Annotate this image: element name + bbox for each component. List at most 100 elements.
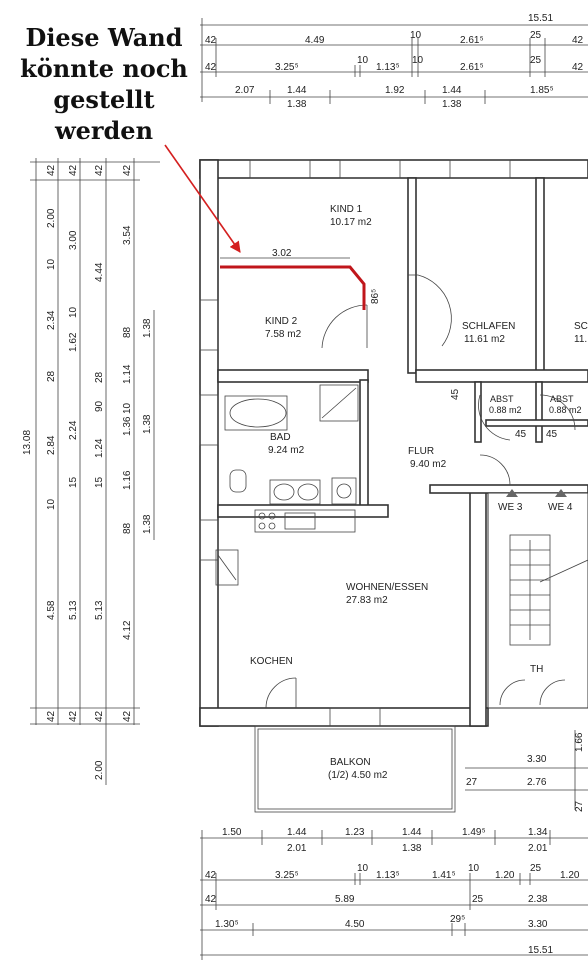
dim-inner-27b: 27 xyxy=(574,800,585,812)
dim-left-c3-1: 4.44 xyxy=(94,262,105,282)
dim-top-r3b-0: 1.38 xyxy=(287,99,307,110)
dim-left-total: 13.08 xyxy=(22,430,33,455)
dim-bot-r1b-1: 1.38 xyxy=(402,843,422,854)
room-kind1-name: KIND 1 xyxy=(330,204,363,215)
dim-left-c4-1: 3.54 xyxy=(122,225,133,245)
dim-left-c1-8: 42 xyxy=(46,710,57,722)
dim-top-r1-5: 42 xyxy=(572,35,584,46)
room-abst1-area: 0.88 m2 xyxy=(489,405,522,415)
dim-top-r2-4: 10 xyxy=(412,55,424,66)
windows xyxy=(199,159,511,727)
dim-top-r2-6: 25 xyxy=(530,55,542,66)
walls xyxy=(199,159,588,727)
dim-left-c3-7: 42 xyxy=(94,710,105,722)
room-kochen-name: KOCHEN xyxy=(250,656,293,667)
dim-inner-27a: 27 xyxy=(466,777,478,788)
dim-bot-r2-8: 1.20 xyxy=(560,870,580,881)
room-kind2-area: 7.58 m2 xyxy=(265,329,302,340)
room-bad-area: 9.24 m2 xyxy=(268,445,305,456)
dim-left-c4b-0: 1.38 xyxy=(142,318,153,338)
dim-bot-r1-1: 1.44 xyxy=(287,827,307,838)
dimensions-left xyxy=(30,158,160,785)
dim-top-r2-7: 42 xyxy=(572,62,584,73)
dim-bot-r1b-2: 2.01 xyxy=(528,843,548,854)
dim-left-c2-0: 42 xyxy=(68,164,79,176)
dimensions-top xyxy=(200,18,588,104)
dim-top-r3-1: 1.44 xyxy=(287,85,307,96)
dim-left-c4-5: 1.36 xyxy=(122,416,133,436)
dim-left-c4-8: 4.12 xyxy=(122,620,133,640)
room-we4: WE 4 xyxy=(548,502,573,513)
dim-left-c1-4: 28 xyxy=(46,370,57,382)
dim-left-c4b-1: 1.38 xyxy=(142,414,153,434)
dim-bot-r3-3: 2.38 xyxy=(528,894,548,905)
dim-bot-r4-3: 3.30 xyxy=(528,919,548,930)
dim-bot-r4-2: 29⁵ xyxy=(450,914,465,925)
dim-left-c1-5: 2.84 xyxy=(46,435,57,455)
annotation-text: Diese Wand könnte noch gestellt werden xyxy=(14,22,194,146)
room-schlafen-area: 11.61 m2 xyxy=(464,334,505,345)
dim-inner-45a: 45 xyxy=(450,388,461,400)
dim-bot-r1-0: 1.50 xyxy=(222,827,242,838)
room-abst2-name: ABST xyxy=(550,394,574,404)
dim-bot-r2-0: 42 xyxy=(205,870,217,881)
dim-left-c1-7: 4.58 xyxy=(46,600,57,620)
dim-bot-r3-2: 25 xyxy=(472,894,484,905)
dim-left-c2-6: 5.13 xyxy=(68,600,79,620)
dim-bot-total: 15.51 xyxy=(528,945,553,956)
dim-bot-r1b-0: 2.01 xyxy=(287,843,307,854)
dim-left-c4-3: 1.14 xyxy=(122,364,133,384)
dim-inner-166: 1.66 xyxy=(574,732,585,752)
room-flur-area: 9.40 m2 xyxy=(410,459,447,470)
proposed-wall xyxy=(220,265,366,310)
dim-bot-r2-4: 1.41⁵ xyxy=(432,870,456,881)
dimensions-bottom xyxy=(200,830,588,960)
dim-top-r3b-1: 1.38 xyxy=(442,99,462,110)
dim-top-r1-3: 2.61⁵ xyxy=(460,35,484,46)
dim-left-c1-1: 2.00 xyxy=(46,208,57,228)
dim-bot-r1-5: 1.34 xyxy=(528,827,548,838)
dim-bot-r4-1: 4.50 xyxy=(345,919,365,930)
room-wohnen-name: WOHNEN/ESSEN xyxy=(346,582,428,593)
dim-left-c2-4: 2.24 xyxy=(68,420,79,440)
room-wohnen-area: 27.83 m2 xyxy=(346,595,388,606)
room-abst2-area: 0.88 m2 xyxy=(549,405,582,415)
dim-bot-r3-1: 5.89 xyxy=(335,894,355,905)
kitchen-fixtures xyxy=(215,509,356,586)
dim-left-c2-2: 1.62 xyxy=(68,332,79,352)
dim-left-c3-6: 5.13 xyxy=(94,600,105,620)
dimensions-right xyxy=(465,730,588,810)
dim-left-c1-3: 2.34 xyxy=(46,310,57,330)
doors xyxy=(265,274,576,709)
dim-left-c2-3: 10 xyxy=(68,306,79,318)
annotation-line-1: Diese Wand xyxy=(25,23,183,52)
dim-top-r1-4: 25 xyxy=(530,30,542,41)
dim-top-total: 15.51 xyxy=(528,13,553,24)
dim-bot-r3-0: 42 xyxy=(205,894,217,905)
dim-left-c4-2: 88 xyxy=(122,326,133,338)
dim-top-r2-0: 42 xyxy=(205,62,217,73)
room-schlafen2-name: SC xyxy=(574,321,588,332)
room-kind1-area: 10.17 m2 xyxy=(330,217,372,228)
room-th-name: TH xyxy=(530,664,543,675)
dim-bot-r2-3: 1.13⁵ xyxy=(376,870,400,881)
room-kind2-name: KIND 2 xyxy=(265,316,298,327)
room-flur-name: FLUR xyxy=(408,446,434,457)
dim-top-r2-3: 1.13⁵ xyxy=(376,62,400,73)
dim-bot-r1-4: 1.49⁵ xyxy=(462,827,486,838)
dim-bot-r2-2: 10 xyxy=(357,863,369,874)
room-schlafen-name: SCHLAFEN xyxy=(462,321,515,332)
dim-bot-r2-6: 1.20 xyxy=(495,870,515,881)
dim-left-c1-6: 10 xyxy=(46,498,57,510)
annotation-line-2: könnte noch xyxy=(20,54,188,83)
proposed-wall-label: 3.02 xyxy=(272,248,292,259)
dim-left-c1-0: 42 xyxy=(46,164,57,176)
dim-top-r1-1: 4.49 xyxy=(305,35,325,46)
dim-bot-r2-7: 25 xyxy=(530,863,542,874)
dim-left-balkon: 2.00 xyxy=(94,760,105,780)
annotation-line-4: werden xyxy=(54,116,154,145)
dim-left-c4-7: 88 xyxy=(122,522,133,534)
room-we3: WE 3 xyxy=(498,502,523,513)
dim-top-r2-1: 3.25⁵ xyxy=(275,62,299,73)
dim-top-r3-3: 1.44 xyxy=(442,85,462,96)
